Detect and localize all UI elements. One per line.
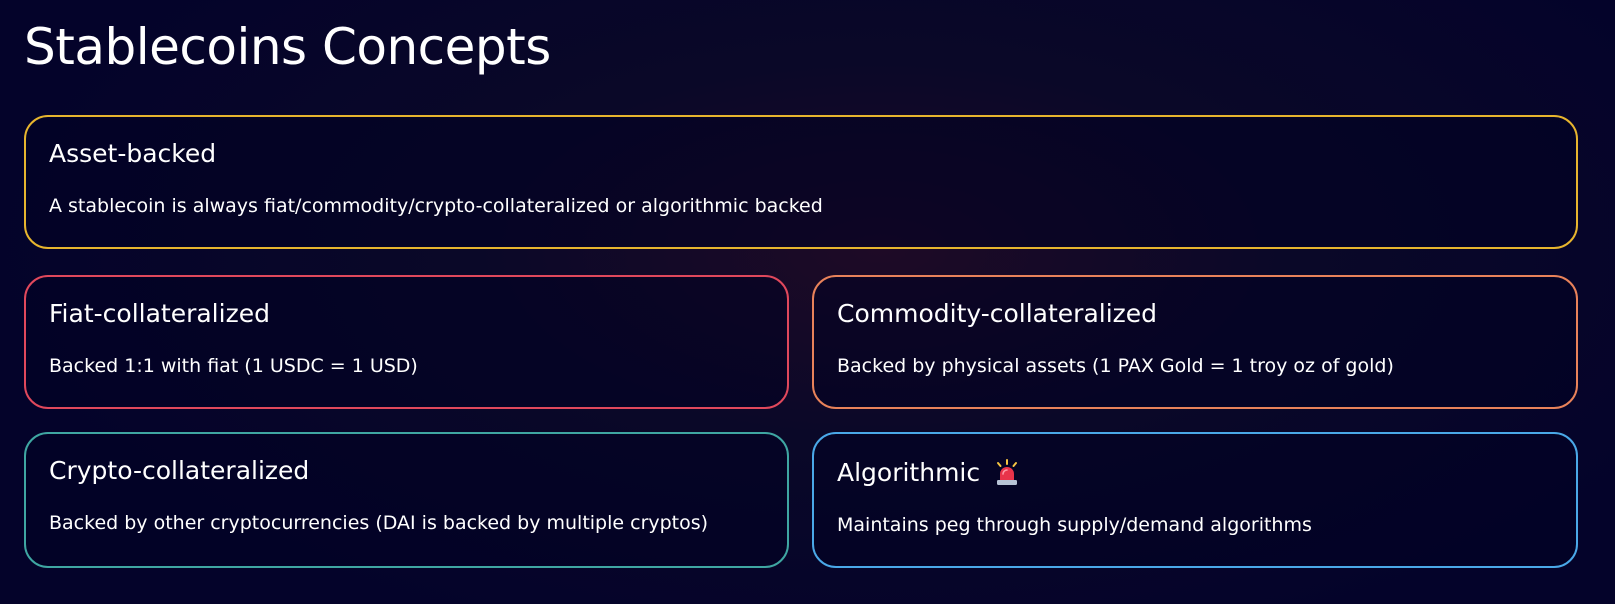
card-fiat-collateralized: Fiat-collateralized Backed 1:1 with fiat… bbox=[24, 275, 789, 409]
card-crypto-collateralized: Crypto-collateralized Backed by other cr… bbox=[24, 432, 789, 568]
card-asset-backed: Asset-backed A stablecoin is always fiat… bbox=[24, 115, 1578, 249]
card-commodity-collateralized: Commodity-collateralized Backed by physi… bbox=[812, 275, 1578, 409]
card-description: A stablecoin is always fiat/commodity/cr… bbox=[49, 195, 823, 217]
card-title: Algorithmic bbox=[837, 458, 981, 487]
card-description: Maintains peg through supply/demand algo… bbox=[837, 514, 1312, 536]
siren-icon bbox=[994, 459, 1020, 487]
card-title-row: Algorithmic bbox=[837, 456, 1020, 490]
card-title: Asset-backed bbox=[49, 139, 217, 168]
page-title: Stablecoins Concepts bbox=[24, 18, 551, 76]
card-algorithmic: Algorithmic Maintains peg through supply… bbox=[812, 432, 1578, 568]
card-title: Crypto-collateralized bbox=[49, 456, 310, 485]
card-title: Fiat-collateralized bbox=[49, 299, 270, 328]
card-title: Commodity-collateralized bbox=[837, 299, 1158, 328]
card-description: Backed by physical assets (1 PAX Gold = … bbox=[837, 355, 1394, 377]
card-description: Backed by other cryptocurrencies (DAI is… bbox=[49, 512, 709, 534]
card-description: Backed 1:1 with fiat (1 USDC = 1 USD) bbox=[49, 355, 418, 377]
